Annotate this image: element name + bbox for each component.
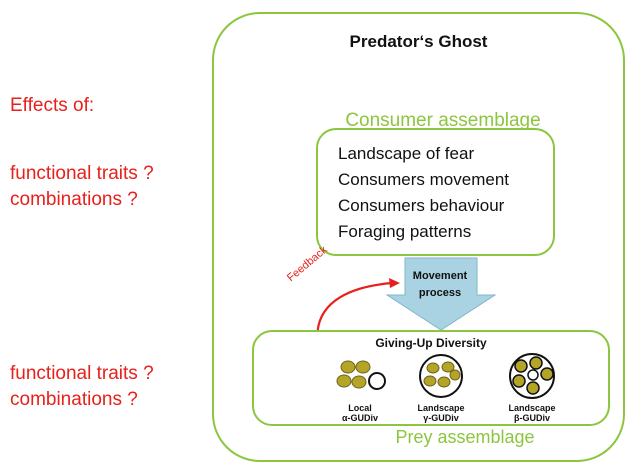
gamma-line1: Landscape — [417, 403, 465, 413]
giving-up-diversity-title: Giving-Up Diversity — [375, 336, 487, 350]
consumer-assemblage-box — [316, 128, 555, 256]
beta-gudiv-label: Landscape β-GUDiv — [502, 403, 562, 423]
diagram-title: Predator‘s Ghost — [349, 32, 488, 51]
movement-process-label: Movement process — [395, 268, 485, 302]
alpha-line1: Local — [348, 403, 372, 413]
alpha-line2: α-GUDiv — [341, 413, 379, 423]
predators-ghost-frame — [212, 12, 625, 462]
prey-traits-question: functional traits ? — [10, 363, 154, 384]
consumer-item: Consumers movement — [338, 170, 510, 189]
consumer-assemblage-heading: Consumer assemblage — [345, 110, 541, 131]
beta-line1: Landscape — [508, 403, 556, 413]
alpha-gudiv-label: Local α-GUDiv — [330, 403, 390, 423]
consumer-item: Consumers behaviour — [338, 196, 505, 215]
consumer-combinations-question: combinations ? — [10, 189, 138, 210]
feedback-arrowhead-top — [389, 278, 400, 288]
movement-line1: Movement — [412, 270, 468, 282]
prey-combinations-question: combinations ? — [10, 389, 138, 410]
effects-label: Effects of: — [10, 95, 95, 116]
gamma-patch-cluster — [419, 354, 463, 398]
gamma-gudiv-label: Landscape γ-GUDiv — [411, 403, 471, 423]
beta-patch-cluster — [509, 353, 555, 399]
consumer-traits-question: functional traits ? — [10, 163, 154, 184]
consumer-item: Foraging patterns — [338, 222, 472, 241]
movement-line2: process — [418, 287, 462, 299]
consumer-items: Landscape of fear Consumers movement Con… — [338, 141, 509, 245]
consumer-item: Landscape of fear — [338, 144, 475, 163]
gamma-line2: γ-GUDiv — [423, 413, 459, 423]
beta-line2: β-GUDiv — [514, 413, 550, 423]
movement-arrow — [385, 257, 497, 331]
prey-assemblage-heading: Prey assemblage — [395, 427, 535, 447]
alpha-patch-cluster — [336, 360, 386, 390]
